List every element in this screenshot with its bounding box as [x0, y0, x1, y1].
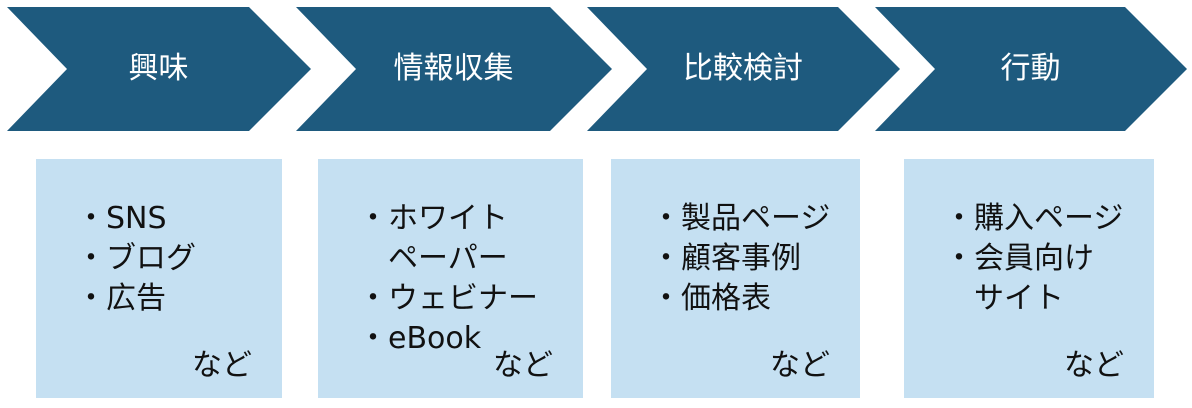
list-item: ・顧客事例: [651, 241, 801, 276]
chevron-stage-2: [296, 7, 612, 131]
chevron-stage-1: [7, 7, 311, 131]
detail-box-1: ・SNS ・ブログ・広告など: [36, 159, 282, 398]
list-item: ・ブログ: [76, 241, 196, 276]
list-item: ・広告: [76, 281, 166, 316]
list-item: ・会員向け: [944, 241, 1094, 276]
stage-label-4: 行動: [1000, 51, 1061, 86]
etc-label: など: [192, 348, 252, 383]
detail-box-4: ・購入ページ・会員向け サイトなど: [904, 159, 1154, 398]
stage-label-2: 情報収集: [393, 51, 514, 86]
item-list: ・SNS ・ブログ・広告: [76, 199, 196, 319]
etc-label: など: [1064, 348, 1124, 383]
list-item: サイト: [944, 281, 1064, 316]
stage-label-3: 比較検討: [683, 51, 803, 86]
list-item: ・価格表: [651, 281, 771, 316]
etc-label: など: [770, 348, 830, 383]
stage-label-1: 興味: [128, 51, 189, 86]
list-item: ・製品ページ: [651, 201, 831, 236]
list-item: ペーパー: [358, 241, 508, 276]
item-list: ・購入ページ・会員向け サイト: [944, 199, 1123, 319]
chevron-stage-4: [875, 7, 1187, 131]
etc-label: など: [493, 348, 553, 383]
list-item: ・eBook: [358, 321, 482, 356]
list-item: ・購入ページ: [944, 201, 1124, 236]
item-list: ・製品ページ・顧客事例・価格表: [651, 199, 830, 319]
list-item: ・SNS: [76, 201, 167, 236]
list-item: ・ウェビナー: [358, 281, 538, 316]
chevron-stage-3: [587, 7, 900, 131]
item-list: ・ホワイト ペーパー・ウェビナー・eBook: [358, 199, 538, 359]
detail-box-3: ・製品ページ・顧客事例・価格表など: [611, 159, 860, 398]
list-item: ・ホワイト: [358, 201, 508, 236]
